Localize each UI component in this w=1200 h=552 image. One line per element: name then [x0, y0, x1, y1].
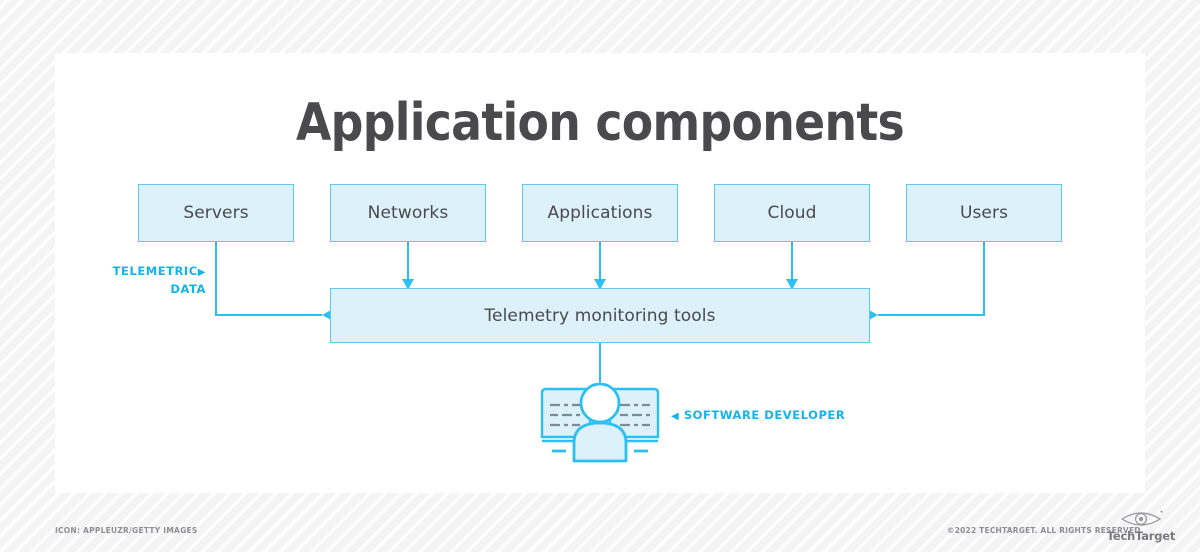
node-servers[interactable]: Servers [138, 184, 294, 242]
copyright-notice: ©2022 TECHTARGET. ALL RIGHTS RESERVED [947, 526, 1141, 535]
node-users[interactable]: Users [906, 184, 1062, 242]
person-head [579, 383, 621, 424]
eye-icon [1120, 510, 1163, 526]
monitor-right-text-lines [620, 403, 650, 427]
techtarget-logo: TechTarget [1100, 508, 1182, 544]
node-cloud[interactable]: Cloud [714, 184, 870, 242]
monitor-left-text-lines [550, 403, 580, 427]
triangle-left-icon: ◀ [671, 411, 680, 422]
telemetric-data-annotation: TELEMETRIC▶ DATA [78, 263, 206, 298]
triangle-right-icon: ▶ [197, 267, 206, 278]
node-networks-label: Networks [367, 203, 449, 223]
software-developer-icon [540, 383, 660, 463]
card-inner: Application components [55, 53, 1145, 493]
node-telemetry-label: Telemetry monitoring tools [484, 305, 716, 326]
icon-credit: ICON: APPLEUZR/GETTY IMAGES [55, 526, 198, 535]
page-title: Application components [295, 93, 905, 153]
software-developer-annotation: ◀ SOFTWARE DEVELOPER [671, 407, 845, 425]
software-developer-label: SOFTWARE DEVELOPER [683, 408, 846, 422]
node-applications-label: Applications [547, 203, 653, 223]
node-users-label: Users [959, 203, 1009, 223]
telemetric-line1: TELEMETRIC [112, 264, 198, 278]
node-networks[interactable]: Networks [330, 184, 486, 242]
node-telemetry-monitoring-tools[interactable]: Telemetry monitoring tools [330, 288, 870, 343]
node-cloud-label: Cloud [767, 203, 817, 223]
person-body [572, 421, 628, 463]
node-applications[interactable]: Applications [522, 184, 678, 242]
logo-dot [1160, 510, 1163, 513]
node-servers-label: Servers [183, 203, 249, 223]
techtarget-wordmark: TechTarget [1106, 529, 1176, 543]
telemetric-line2: DATA [170, 282, 206, 296]
